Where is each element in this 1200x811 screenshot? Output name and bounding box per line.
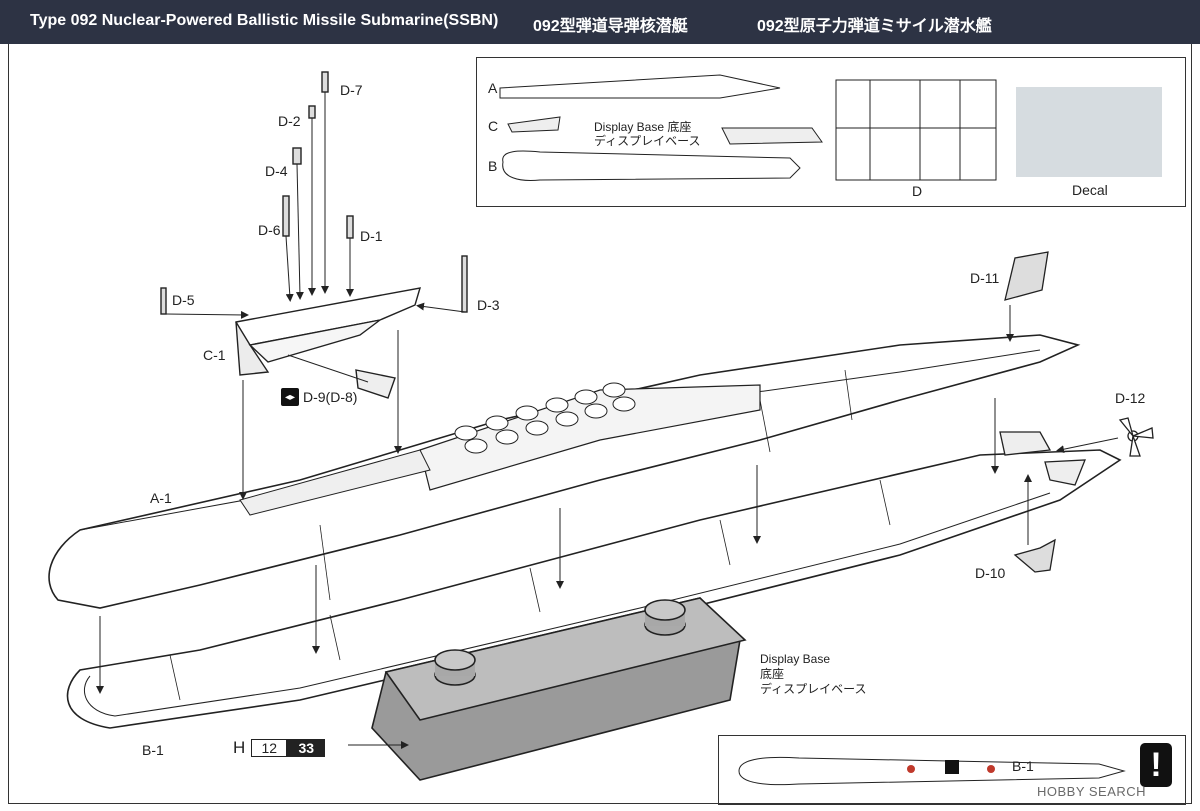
paint-letter: H <box>233 738 246 757</box>
label-d6: D-6 <box>258 222 281 238</box>
label-c1: C-1 <box>203 347 226 363</box>
display-base-thumb <box>721 127 823 145</box>
sprue-c-drawing <box>507 116 561 133</box>
display-base-label-en: Display Base <box>760 652 831 666</box>
title-banner: Type 092 Nuclear-Powered Ballistic Missi… <box>0 0 1200 44</box>
sprue-d-label: D <box>912 183 923 199</box>
hull-upper-a1 <box>48 334 1081 609</box>
display-base-label-zh: 底座 <box>760 667 785 681</box>
decal-sheet <box>1016 87 1162 177</box>
label-d7: D-7 <box>340 82 363 98</box>
label-d11: D-11 <box>970 270 1000 286</box>
display-base-drawing <box>371 597 747 781</box>
label-d12: D-12 <box>1115 390 1146 406</box>
title-english: Type 092 Nuclear-Powered Ballistic Missi… <box>30 12 499 29</box>
sprue-a-label: A <box>488 80 498 96</box>
title-chinese: 092型弾道导弾核潜艇 <box>533 18 688 35</box>
hint-box <box>718 735 1186 805</box>
sprue-b-label: B <box>488 158 498 174</box>
parts-overview-box <box>476 57 1186 207</box>
tail-fins <box>999 431 1086 486</box>
small-parts <box>160 71 468 399</box>
label-b1: B-1 <box>142 742 164 758</box>
part-d11 <box>1004 251 1049 301</box>
sprue-d-drawing <box>835 79 997 181</box>
label-d2: D-2 <box>278 113 301 129</box>
watermark: HOBBY SEARCH <box>1037 784 1147 799</box>
label-d3: D-3 <box>477 297 500 313</box>
title-japanese: 092型原子力弾道ミサイル潜水艦 <box>757 18 992 35</box>
hint-b1-label: B-1 <box>1012 758 1034 774</box>
label-a1: A-1 <box>150 490 172 506</box>
decal-label: Decal <box>1072 182 1108 198</box>
missile-hatches <box>454 382 636 454</box>
page-frame <box>8 44 1192 804</box>
glue-icon: ◂▸ <box>281 388 299 406</box>
sprue-a-drawing <box>499 74 781 99</box>
label-d5: D-5 <box>172 292 195 308</box>
hint-hull-drawing <box>738 756 1126 786</box>
paint-code-1: 12 <box>251 739 288 757</box>
part-d10 <box>1013 538 1056 573</box>
label-d10: D-10 <box>975 565 1006 581</box>
label-d4: D-4 <box>265 163 288 179</box>
part-d12-propeller <box>1118 417 1154 457</box>
label-d1: D-1 <box>360 228 383 244</box>
paint-code-2: 33 <box>287 739 326 757</box>
sprue-c-label: C <box>488 118 499 134</box>
sail-c1 <box>235 287 421 376</box>
sprue-b-drawing <box>502 150 801 181</box>
display-base-label-ja: ディスプレイベース <box>760 682 867 696</box>
exclamation-icon: ! <box>1140 743 1172 787</box>
hull-lower-b1 <box>66 449 1122 729</box>
parts-display-base-ja: ディスプレイベース <box>594 134 701 148</box>
paint-callout: H 12 33 <box>233 738 326 758</box>
label-d9: D-9(D-8) <box>303 389 358 405</box>
parts-display-base-en: Display Base 底座 <box>594 120 692 134</box>
